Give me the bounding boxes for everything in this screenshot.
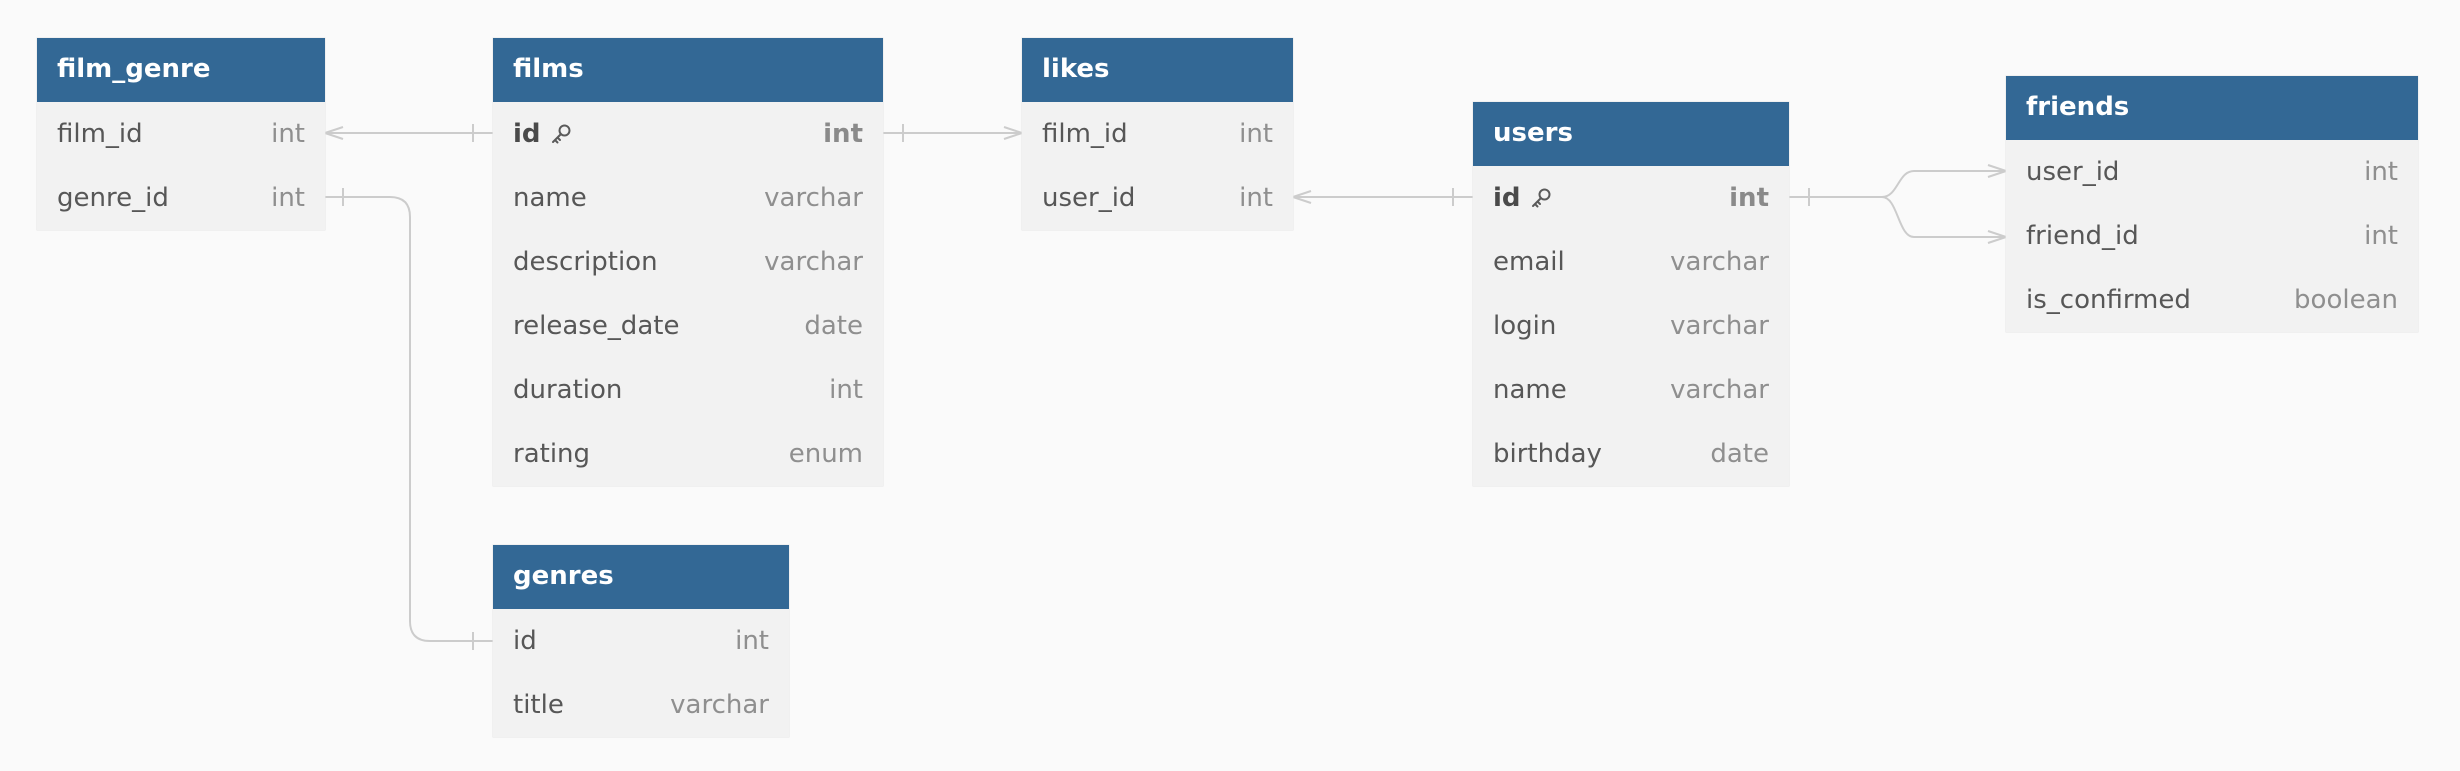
- field-row-name[interactable]: name varchar: [1473, 358, 1789, 422]
- field-row-name[interactable]: name varchar: [493, 166, 883, 230]
- field-name: name: [1493, 375, 1567, 405]
- field-type: enum: [788, 439, 863, 469]
- field-row-title[interactable]: title varchar: [493, 673, 789, 737]
- field-row-id[interactable]: id int: [493, 609, 789, 673]
- table-header[interactable]: likes: [1022, 38, 1293, 102]
- field-name: login: [1493, 311, 1557, 341]
- field-row-is-confirmed[interactable]: is_confirmed boolean: [2006, 268, 2418, 332]
- field-row-user-id[interactable]: user_id int: [1022, 166, 1293, 230]
- field-name: id: [1493, 183, 1521, 213]
- field-type: int: [829, 375, 863, 405]
- field-name: email: [1493, 247, 1565, 277]
- field-name: user_id: [1042, 183, 1136, 213]
- field-row-friend-id[interactable]: friend_id int: [2006, 204, 2418, 268]
- table-films[interactable]: films id int name varchar description va…: [493, 38, 883, 486]
- field-row-duration[interactable]: duration int: [493, 358, 883, 422]
- field-type: int: [1729, 183, 1769, 213]
- relationship-likes-users: [1292, 188, 1473, 206]
- field-row-rating[interactable]: rating enum: [493, 422, 883, 486]
- field-row-description[interactable]: description varchar: [493, 230, 883, 294]
- field-name: rating: [513, 439, 591, 469]
- table-header[interactable]: genres: [493, 545, 789, 609]
- relationship-filmgenre-genres: [325, 188, 493, 650]
- field-type: varchar: [764, 247, 863, 277]
- table-header[interactable]: users: [1473, 102, 1789, 166]
- field-name: film_id: [57, 119, 143, 149]
- field-type: varchar: [1670, 375, 1769, 405]
- field-row-film-id[interactable]: film_id int: [37, 102, 325, 166]
- field-type: varchar: [670, 690, 769, 720]
- field-type: int: [271, 183, 305, 213]
- field-type: int: [735, 626, 769, 656]
- field-name: name: [513, 183, 587, 213]
- field-type: int: [271, 119, 305, 149]
- field-row-genre-id[interactable]: genre_id int: [37, 166, 325, 230]
- field-type: int: [1239, 183, 1273, 213]
- field-row-user-id[interactable]: user_id int: [2006, 140, 2418, 204]
- field-type: int: [2364, 157, 2398, 187]
- field-row-id[interactable]: id int: [1473, 166, 1789, 230]
- field-row-email[interactable]: email varchar: [1473, 230, 1789, 294]
- field-type: int: [2364, 221, 2398, 251]
- key-icon: [551, 124, 571, 144]
- field-name: friend_id: [2026, 221, 2139, 251]
- field-name: description: [513, 247, 658, 277]
- table-users[interactable]: users id int email varchar login varchar…: [1473, 102, 1789, 486]
- relationship-friends-users: [1789, 164, 2007, 244]
- field-name: user_id: [2026, 157, 2120, 187]
- field-name: id: [513, 119, 541, 149]
- field-row-birthday[interactable]: birthday date: [1473, 422, 1789, 486]
- field-type: date: [1710, 439, 1769, 469]
- table-film-genre[interactable]: film_genre film_id int genre_id int: [37, 38, 325, 230]
- table-likes[interactable]: likes film_id int user_id int: [1022, 38, 1293, 230]
- field-name: title: [513, 690, 564, 720]
- field-row-release-date[interactable]: release_date date: [493, 294, 883, 358]
- field-name: is_confirmed: [2026, 285, 2191, 315]
- field-name: release_date: [513, 311, 680, 341]
- field-type: date: [804, 311, 863, 341]
- table-genres[interactable]: genres id int title varchar: [493, 545, 789, 737]
- field-type: varchar: [1670, 311, 1769, 341]
- relationship-likes-films: [883, 124, 1023, 142]
- table-header[interactable]: films: [493, 38, 883, 102]
- field-name: genre_id: [57, 183, 169, 213]
- field-row-login[interactable]: login varchar: [1473, 294, 1789, 358]
- table-header[interactable]: film_genre: [37, 38, 325, 102]
- field-type: varchar: [1670, 247, 1769, 277]
- field-row-id[interactable]: id int: [493, 102, 883, 166]
- table-friends[interactable]: friends user_id int friend_id int is_con…: [2006, 76, 2418, 332]
- field-name-wrap: id: [513, 119, 573, 149]
- field-name-wrap: id: [1493, 183, 1553, 213]
- key-icon: [1531, 188, 1551, 208]
- relationship-filmgenre-films: [324, 124, 493, 142]
- field-type: boolean: [2294, 285, 2398, 315]
- field-name: birthday: [1493, 439, 1602, 469]
- field-type: varchar: [764, 183, 863, 213]
- field-name: duration: [513, 375, 623, 405]
- field-type: int: [1239, 119, 1273, 149]
- table-header[interactable]: friends: [2006, 76, 2418, 140]
- field-name: film_id: [1042, 119, 1128, 149]
- field-row-film-id[interactable]: film_id int: [1022, 102, 1293, 166]
- field-type: int: [823, 119, 863, 149]
- field-name: id: [513, 626, 537, 656]
